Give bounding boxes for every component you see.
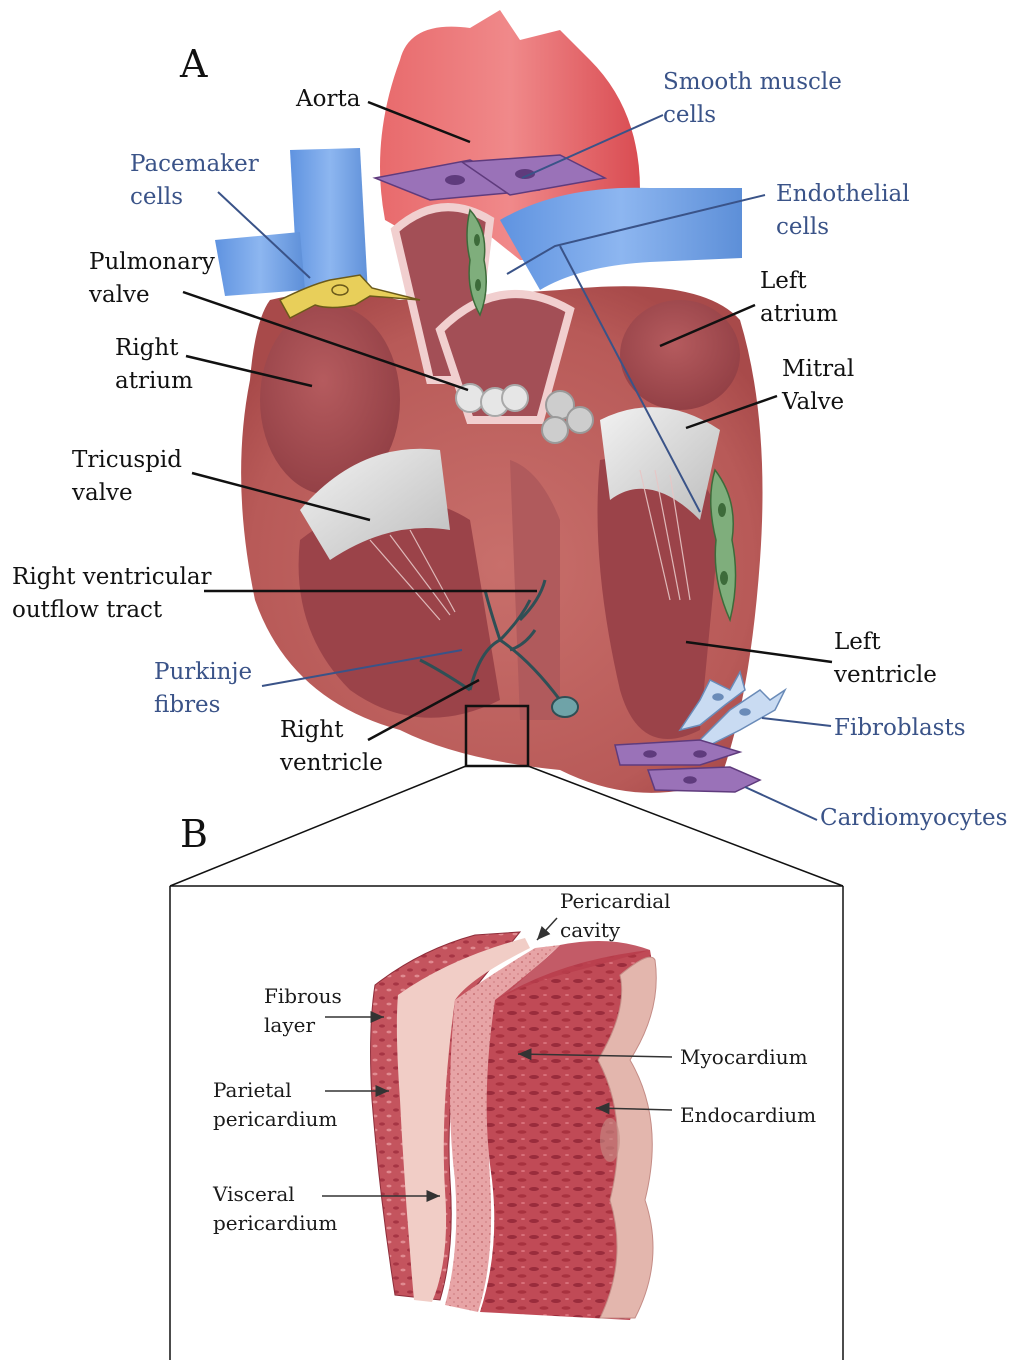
label-parietal-line1: Parietal: [213, 1076, 337, 1105]
label-fibrous-line1: Fibrous: [264, 982, 342, 1011]
label-tricuspid-line2: valve: [72, 477, 182, 510]
zoom-line-left: [170, 766, 466, 886]
label-endothelial-line2: cells: [776, 211, 910, 244]
label-endothelial-cells: Endothelial cells: [776, 178, 910, 244]
label-right-atrium: Right atrium: [115, 332, 193, 398]
label-pericardial-line2: cavity: [560, 916, 671, 945]
label-mitral-line1: Mitral: [782, 353, 854, 386]
label-left-ventricle-line1: Left: [834, 626, 937, 659]
label-tricuspid-line1: Tricuspid: [72, 444, 182, 477]
label-parietal-line2: pericardium: [213, 1105, 337, 1134]
label-pericardial-cavity: Pericardial cavity: [560, 887, 671, 945]
label-pacemaker-line1: Pacemaker: [130, 148, 259, 181]
label-pulmonary-valve: Pulmonary valve: [89, 246, 215, 312]
label-cardiomyocytes: Cardiomyocytes: [820, 802, 1007, 835]
label-smooth-muscle-line2: cells: [663, 99, 842, 132]
label-mitral-line2: Valve: [782, 386, 854, 419]
label-fibrous-layer: Fibrous layer: [264, 982, 342, 1040]
label-pacemaker-line2: cells: [130, 181, 259, 214]
label-right-atrium-line1: Right: [115, 332, 193, 365]
label-pulmonary-line1: Pulmonary: [89, 246, 215, 279]
label-aorta: Aorta: [296, 83, 360, 116]
label-right-ventricle-line1: Right: [280, 714, 383, 747]
label-pacemaker-cells: Pacemaker cells: [130, 148, 259, 214]
label-right-ventricle-line2: ventricle: [280, 747, 383, 780]
label-right-ventricle: Right ventricle: [280, 714, 383, 780]
label-pericardial-line1: Pericardial: [560, 887, 671, 916]
label-myocardium: Myocardium: [680, 1043, 808, 1072]
purkinje-cell-body: [552, 697, 578, 717]
label-left-ventricle-line2: ventricle: [834, 659, 937, 692]
label-rvot: Right ventricular outflow tract: [12, 561, 212, 627]
panel-label-b: B: [180, 812, 208, 856]
label-visceral-line1: Visceral: [213, 1180, 337, 1209]
label-pulmonary-line2: valve: [89, 279, 215, 312]
label-rvot-line2: outflow tract: [12, 594, 212, 627]
label-smooth-muscle-cells: Smooth muscle cells: [663, 66, 842, 132]
label-smooth-muscle-line1: Smooth muscle: [663, 66, 842, 99]
label-tricuspid-valve: Tricuspid valve: [72, 444, 182, 510]
label-left-atrium: Left atrium: [760, 265, 838, 331]
tissue-block: [371, 932, 657, 1320]
label-visceral-line2: pericardium: [213, 1209, 337, 1238]
pulmonary-vein-left: [215, 232, 305, 296]
label-purkinje-fibres: Purkinje fibres: [154, 656, 252, 722]
label-visceral-pericardium: Visceral pericardium: [213, 1180, 337, 1238]
label-parietal-pericardium: Parietal pericardium: [213, 1076, 337, 1134]
label-right-atrium-line2: atrium: [115, 365, 193, 398]
label-endothelial-line1: Endothelial: [776, 178, 910, 211]
label-fibroblasts: Fibroblasts: [834, 712, 966, 745]
label-purkinje-line1: Purkinje: [154, 656, 252, 689]
label-left-atrium-line2: atrium: [760, 298, 838, 331]
label-fibrous-line2: layer: [264, 1011, 342, 1040]
label-mitral-valve: Mitral Valve: [782, 353, 854, 419]
endocardium-fold: [600, 1118, 620, 1162]
panel-label-a: A: [180, 42, 207, 86]
label-endocardium: Endocardium: [680, 1101, 816, 1130]
label-purkinje-line2: fibres: [154, 689, 252, 722]
label-left-ventricle: Left ventricle: [834, 626, 937, 692]
label-rvot-line1: Right ventricular: [12, 561, 212, 594]
label-left-atrium-line1: Left: [760, 265, 838, 298]
